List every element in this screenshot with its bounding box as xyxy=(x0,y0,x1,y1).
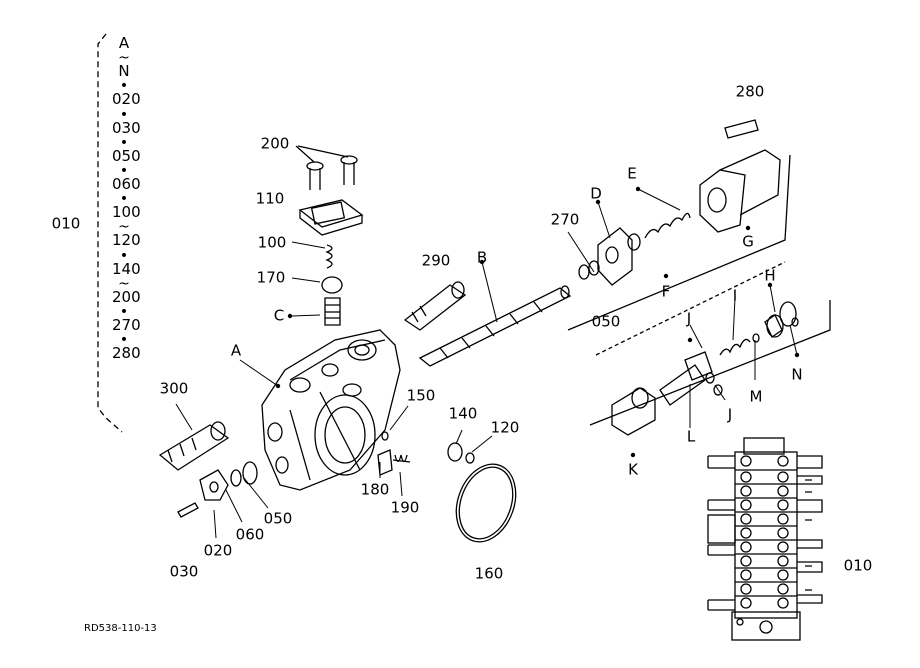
callout-160: 160 xyxy=(474,564,504,583)
callout-j-lower: J xyxy=(727,405,733,424)
callout-f: F xyxy=(661,282,671,301)
range-item: 100 xyxy=(112,203,141,222)
callout-280: 280 xyxy=(735,82,765,101)
range-item: 030 xyxy=(112,118,141,137)
callout-300: 300 xyxy=(159,379,189,398)
spool xyxy=(418,285,572,367)
range-item: A xyxy=(118,34,130,52)
callout-m: M xyxy=(749,387,763,406)
seals-and-plug xyxy=(377,431,517,543)
left-parts xyxy=(158,421,258,518)
callout-i: I xyxy=(732,286,738,305)
callout-290: 290 xyxy=(421,251,451,270)
reference-code: RD538-110-13 xyxy=(84,623,157,634)
range-item: ~ xyxy=(118,219,130,236)
callout-190: 190 xyxy=(390,498,420,517)
callout-010-right: 010 xyxy=(843,556,873,575)
callout-n: N xyxy=(791,365,803,384)
part-290 xyxy=(403,281,467,331)
callout-050-left: 050 xyxy=(263,509,293,528)
callout-020: 020 xyxy=(203,541,233,560)
callout-270: 270 xyxy=(550,210,580,229)
range-item: • xyxy=(119,191,129,208)
range-item: 060 xyxy=(112,174,141,193)
range-item: ~ xyxy=(118,50,130,67)
callout-120: 120 xyxy=(490,418,520,437)
callout-200: 200 xyxy=(260,134,290,153)
valve-body xyxy=(261,329,401,491)
callout-050-right: 050 xyxy=(591,312,621,331)
callout-030: 030 xyxy=(169,562,199,581)
section-line-mid xyxy=(595,261,786,356)
range-item: • xyxy=(119,134,129,151)
callout-c: C xyxy=(273,306,285,325)
leader-lines xyxy=(175,188,798,539)
callout-d: D xyxy=(590,184,602,203)
range-item: • xyxy=(119,247,129,264)
valve-stack-schematic xyxy=(707,437,823,641)
callout-180: 180 xyxy=(360,480,390,499)
spring-end-assembly xyxy=(578,119,781,286)
range-item: • xyxy=(119,78,129,95)
range-item: • xyxy=(119,106,129,123)
callout-110: 110 xyxy=(255,189,285,208)
section-line-lower xyxy=(589,300,831,426)
range-item: 270 xyxy=(112,315,141,334)
callout-060: 060 xyxy=(235,525,265,544)
callout-100: 100 xyxy=(257,233,287,252)
callout-010-left: 010 xyxy=(51,214,81,233)
top-cover-assembly xyxy=(295,145,364,326)
callout-140: 140 xyxy=(448,404,478,423)
callout-e: E xyxy=(627,164,637,183)
range-item: 050 xyxy=(112,146,141,165)
callout-g: G xyxy=(742,232,754,251)
range-item: 120 xyxy=(112,231,141,250)
callout-a: A xyxy=(230,341,242,360)
callout-b: B xyxy=(476,248,488,267)
callout-k: K xyxy=(628,460,638,479)
range-item: ~ xyxy=(118,275,130,292)
range-item: 280 xyxy=(112,344,141,363)
range-item: 020 xyxy=(112,90,141,109)
section-line-upper xyxy=(567,154,791,331)
range-item: • xyxy=(119,303,129,320)
callout-h: H xyxy=(764,266,776,285)
callout-170: 170 xyxy=(256,268,286,287)
callout-150: 150 xyxy=(406,386,436,405)
range-item: N xyxy=(118,62,130,81)
leader-dots xyxy=(275,186,800,458)
range-item: • xyxy=(119,162,129,179)
range-list: A ~ N • 020 • 030 • 050 • 060 • 100 ~ 12… xyxy=(112,34,141,363)
lower-right-assembly xyxy=(611,301,799,436)
range-item: 200 xyxy=(112,287,141,306)
range-item: 140 xyxy=(112,259,141,278)
callout-j-upper: J xyxy=(686,309,692,328)
range-item: • xyxy=(119,332,129,349)
callout-l: L xyxy=(686,427,696,446)
